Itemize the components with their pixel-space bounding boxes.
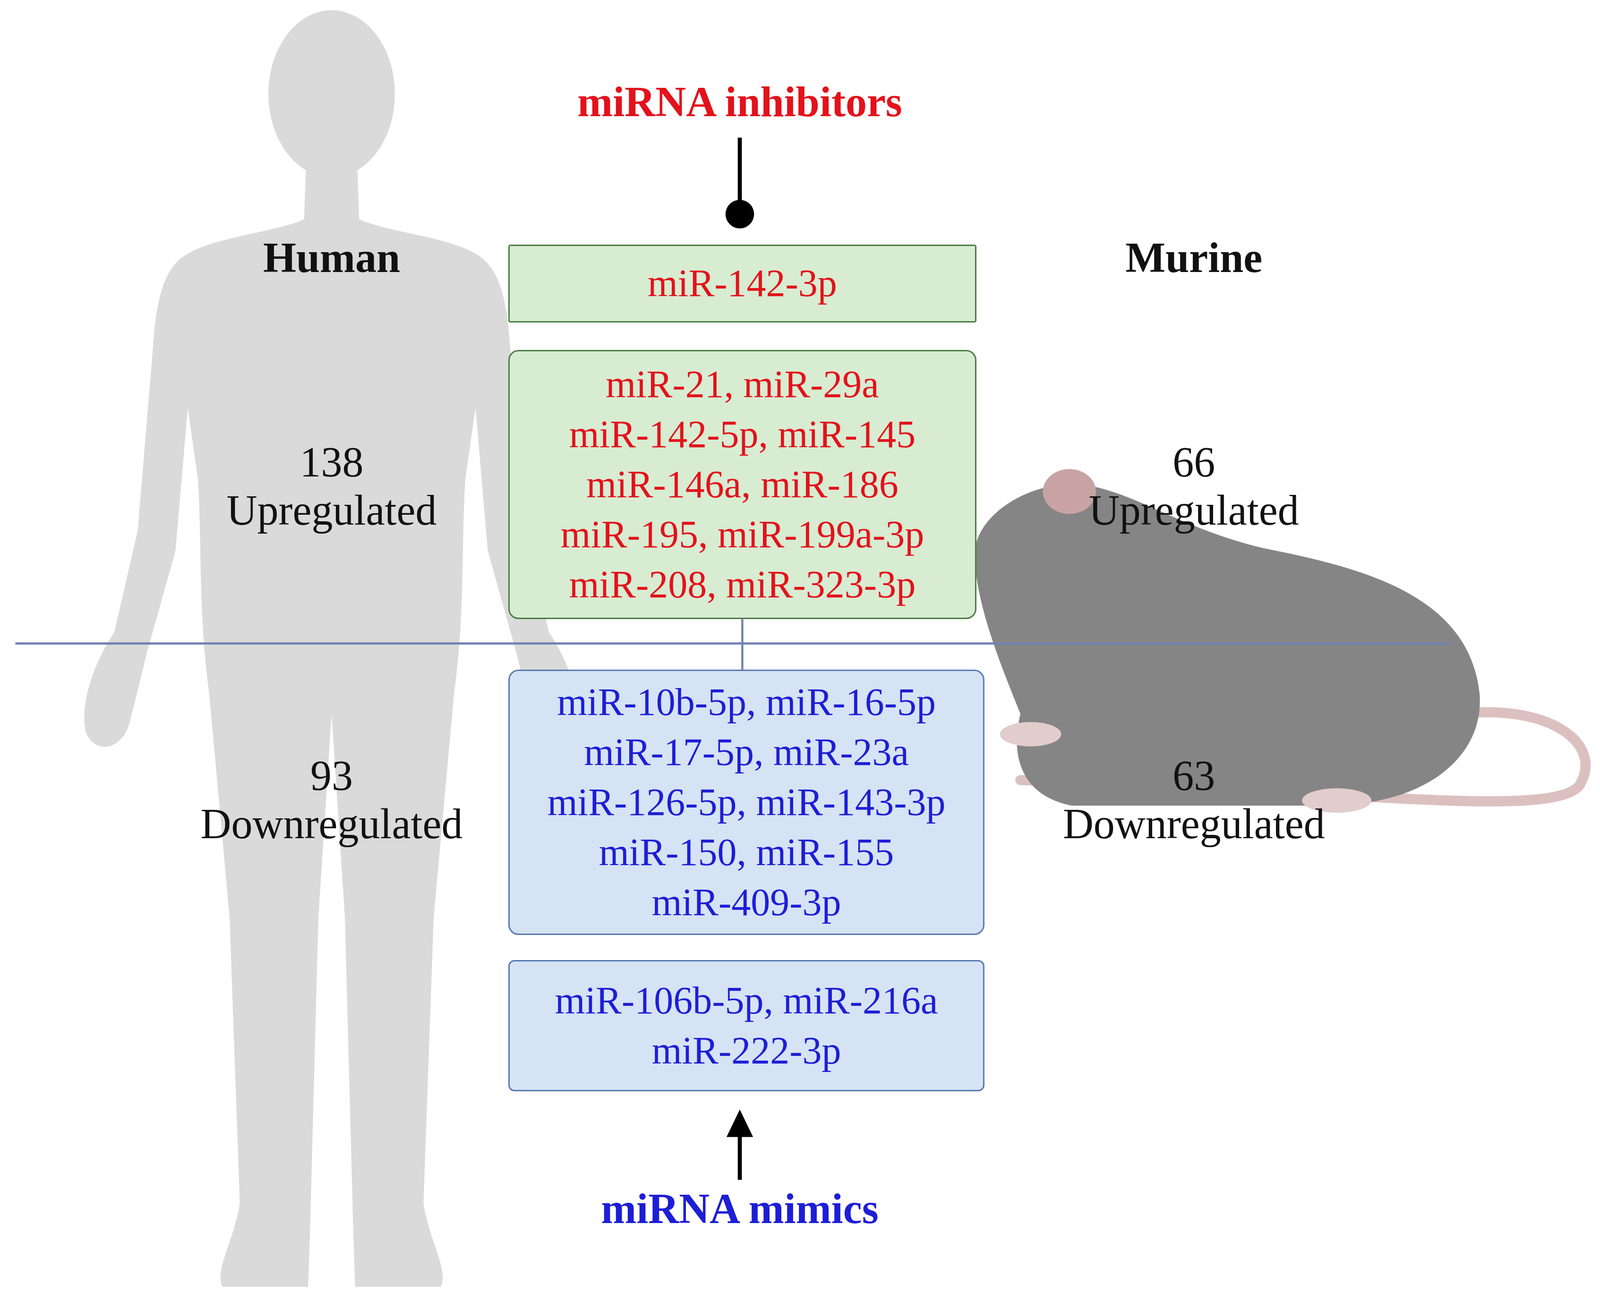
mimic-arrow: [726, 1109, 753, 1181]
count-label: 63 Downregulated: [1062, 752, 1326, 849]
mirna-list: miR-10b-5p, miR-16-5p miR-17-5p, miR-23a…: [547, 677, 946, 928]
mimic-target-box: miR-106b-5p, miR-216a miR-222-3p: [508, 960, 985, 1093]
mimic-heading: miRNA mimics: [600, 1185, 879, 1234]
inhibitor-stem: [737, 137, 743, 205]
human-body: [84, 163, 579, 1288]
downregulated-mirna-box: miR-10b-5p, miR-16-5p miR-17-5p, miR-23a…: [508, 669, 985, 936]
count-label: 138 Upregulated: [226, 438, 437, 535]
divider-line: [15, 642, 1449, 645]
mirna-list: miR-106b-5p, miR-216a miR-222-3p: [555, 975, 939, 1077]
inhibitor-heading: miRNA inhibitors: [577, 77, 903, 127]
count-label: 66 Upregulated: [1088, 438, 1300, 535]
mouse-ear: [1043, 469, 1096, 514]
species-label: Human: [263, 233, 401, 283]
inhibitor-symbol: [725, 137, 754, 229]
mimic-arrow-head: [726, 1109, 753, 1138]
inhibitor-ball: [725, 199, 754, 229]
connector-line: [741, 619, 744, 670]
mirna-list: miR-142-3p: [647, 258, 838, 309]
mimic-arrow-shaft: [737, 1130, 743, 1181]
human-head: [268, 10, 395, 178]
mouse-front-paw: [1000, 722, 1062, 747]
upregulated-mirna-box: miR-21, miR-29a miR-142-5p, miR-145 miR-…: [508, 350, 977, 620]
inhibitor-target-box: miR-142-3p: [508, 244, 977, 323]
mirna-list: miR-21, miR-29a miR-142-5p, miR-145 miR-…: [560, 359, 925, 610]
species-label: Murine: [1125, 233, 1263, 283]
human-silhouette: [84, 10, 579, 1288]
count-label: 93 Downregulated: [200, 752, 463, 849]
